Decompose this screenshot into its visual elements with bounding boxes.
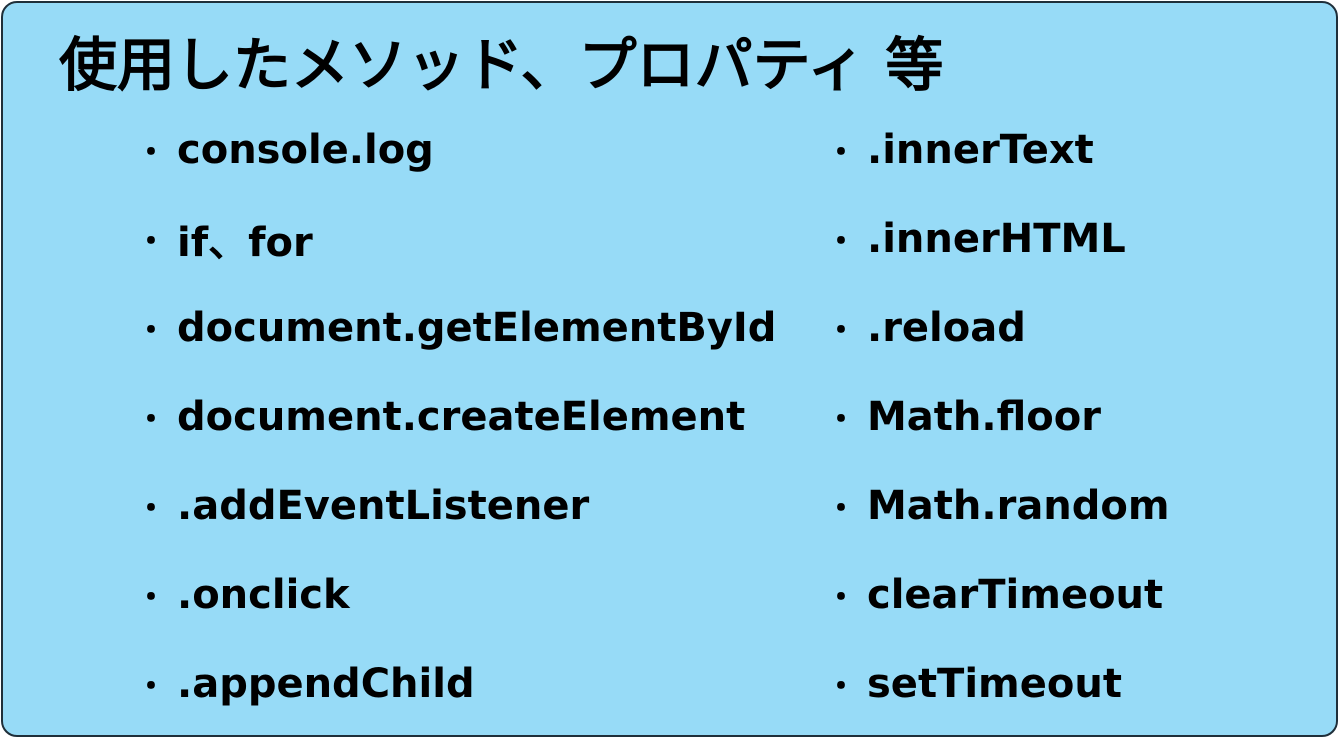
list-item: ・console.log [135,105,776,194]
list-item: ・clearTimeout [825,550,1170,639]
list-item-label: .onclick [177,571,350,618]
list-item-label: clearTimeout [867,571,1164,618]
bullet-icon: ・ [825,488,858,527]
list-item-label: .appendChild [177,660,475,707]
bullet-icon: ・ [135,577,168,616]
left-method-list: ・console.log ・if、for ・document.getElemen… [135,105,776,728]
bullet-icon: ・ [135,488,168,527]
list-item: ・Math.floor [825,372,1170,461]
bullet-icon: ・ [135,399,168,438]
right-method-list: ・.innerText ・.innerHTML ・.reload ・Math.f… [825,105,1170,728]
list-item-label: console.log [177,126,434,173]
list-item-label: .innerText [867,126,1094,173]
list-item: ・.onclick [135,550,776,639]
bullet-icon: ・ [825,399,858,438]
bullet-icon: ・ [825,221,858,260]
list-item-label: document.createElement [177,393,746,440]
list-item: ・.reload [825,283,1170,372]
bullet-icon: ・ [135,221,168,260]
list-item-label: .innerHTML [867,215,1126,262]
list-item-label: Math.random [867,482,1170,529]
bullet-icon: ・ [825,310,858,349]
bullet-icon: ・ [825,666,858,705]
list-item: ・document.getElementById [135,283,776,372]
list-item: ・Math.random [825,461,1170,550]
bullet-icon: ・ [135,666,168,705]
list-item-label: .addEventListener [177,482,590,529]
page-title: 使用したメソッド、プロパティ 等 [59,31,944,99]
bullet-icon: ・ [135,310,168,349]
list-item-label: Math.floor [867,393,1101,440]
list-item: ・document.createElement [135,372,776,461]
list-item: ・.innerHTML [825,194,1170,283]
list-item: ・.appendChild [135,639,776,728]
bullet-icon: ・ [135,132,168,171]
bullet-icon: ・ [825,132,858,171]
list-item-label: if、for [177,219,313,266]
bullet-icon: ・ [825,577,858,616]
list-item: ・if、for [135,194,776,283]
list-item: ・.addEventListener [135,461,776,550]
list-item-label: setTimeout [867,660,1122,707]
list-item: ・setTimeout [825,639,1170,728]
list-item-label: .reload [867,304,1026,351]
list-item: ・.innerText [825,105,1170,194]
list-item-label: document.getElementById [177,304,777,351]
